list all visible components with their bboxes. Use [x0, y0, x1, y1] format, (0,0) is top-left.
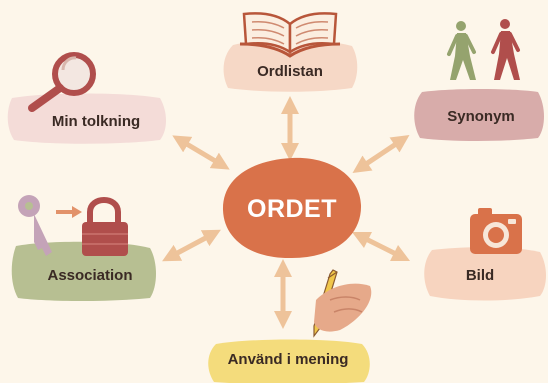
- center-node: ORDET: [222, 157, 362, 259]
- tolkning-label: Min tolkning: [52, 113, 140, 130]
- center-label: ORDET: [247, 195, 337, 223]
- center-blob: [222, 157, 362, 259]
- synonym-label: Synonym: [447, 108, 515, 125]
- node-synonym: Synonym: [414, 19, 544, 141]
- arrow-to-association: [162, 229, 221, 262]
- camera-icon: [470, 208, 522, 254]
- arrow-to-synonym: [352, 135, 410, 173]
- hand-pencil-icon: [313, 269, 372, 338]
- association-label: Association: [47, 267, 132, 284]
- node-association: Association: [11, 195, 156, 301]
- synonym-blob: [414, 89, 544, 141]
- ordlistan-label: Ordlistan: [257, 63, 323, 80]
- open-book-icon: [239, 12, 341, 58]
- bild-label: Bild: [466, 267, 494, 284]
- ordlistan-blob: [223, 39, 358, 92]
- node-bild: Bild: [424, 208, 546, 301]
- key-padlock-icon: [18, 195, 128, 256]
- arrow-to-bild: [351, 231, 411, 262]
- arrows: [162, 96, 411, 329]
- anvand-blob: [208, 339, 370, 383]
- node-ordlistan: Ordlistan: [223, 12, 358, 92]
- node-anvand: Använd i mening: [208, 269, 372, 383]
- association-blob: [11, 241, 156, 301]
- magnifying-glass-icon: [28, 52, 96, 112]
- walking-people-icon: [447, 19, 520, 80]
- tolkning-blob: [7, 93, 166, 144]
- anvand-label: Använd i mening: [228, 351, 349, 368]
- bild-blob: [424, 247, 546, 301]
- arrow-to-tolkning: [172, 135, 230, 170]
- node-tolkning: Min tolkning: [7, 52, 166, 144]
